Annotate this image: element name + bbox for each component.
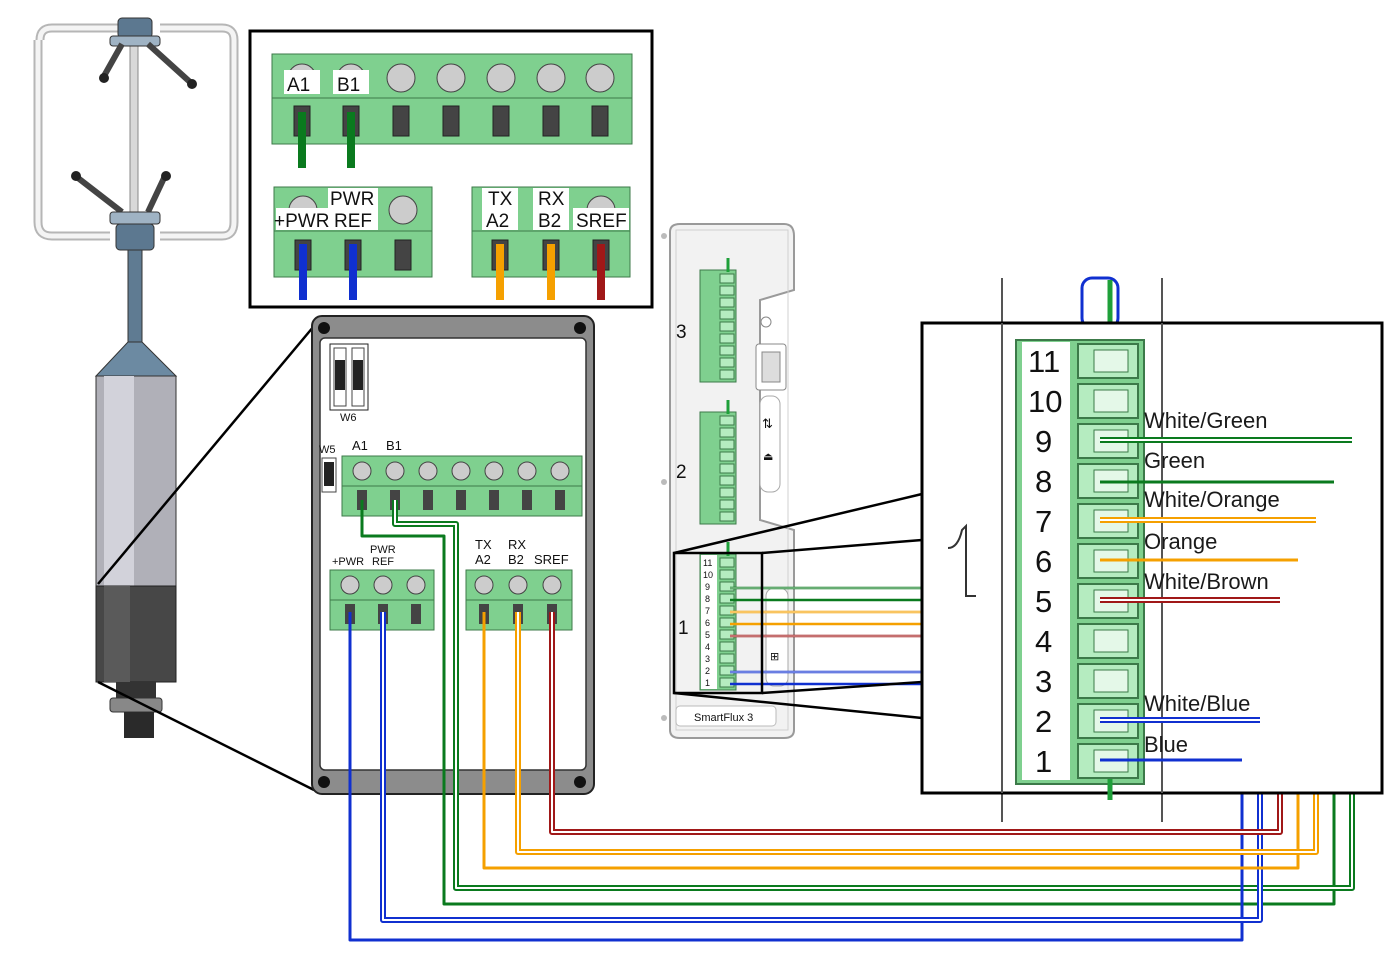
zoom-pin-7: 7 bbox=[1035, 504, 1052, 539]
board-rx-label: RX bbox=[508, 537, 526, 552]
wire-label-orange: Orange bbox=[1144, 529, 1217, 554]
inset-a1-label: A1 bbox=[287, 75, 310, 96]
port-2-label: 2 bbox=[676, 462, 687, 483]
wire-label-green: Green bbox=[1144, 448, 1205, 473]
jumper-w6-label: W6 bbox=[340, 412, 357, 424]
sf-pin-1: 1 bbox=[705, 678, 710, 688]
wire-label-white-orange: White/Orange bbox=[1144, 487, 1280, 512]
zoom-wire-ends bbox=[1100, 437, 1352, 762]
zoom-pin-8: 8 bbox=[1035, 464, 1052, 499]
zoom-line bbox=[761, 538, 923, 555]
zoom-pin-4: 4 bbox=[1035, 624, 1052, 659]
zoom-pin-3: 3 bbox=[1035, 664, 1052, 699]
sf-pin-6: 6 bbox=[705, 618, 710, 628]
port-1-highlight bbox=[672, 551, 764, 695]
network-icon: ⊞ bbox=[770, 651, 779, 663]
eject-icon: ⏏ bbox=[763, 451, 773, 463]
board-pwr-label: PWR bbox=[370, 544, 396, 556]
device-label: SmartFlux 3 bbox=[694, 712, 753, 724]
zoom-pin-5: 5 bbox=[1035, 584, 1052, 619]
wire-label-blue: Blue bbox=[1144, 732, 1188, 757]
zoom-line bbox=[97, 325, 315, 585]
inset-plus-pwr-label: +PWR bbox=[274, 211, 329, 232]
port-1-label: 1 bbox=[678, 618, 689, 639]
sf-pin-11: 11 bbox=[703, 558, 712, 568]
wire-label-white-brown: White/Brown bbox=[1144, 569, 1269, 594]
zoom-pin-11: 11 bbox=[1028, 344, 1060, 379]
port-3-label: 3 bbox=[676, 322, 687, 343]
sf-pin-3: 3 bbox=[705, 654, 710, 664]
board-b1-label: B1 bbox=[386, 438, 402, 453]
zoom-line bbox=[673, 691, 923, 720]
zoom-line bbox=[761, 680, 923, 695]
zoom-pin-1: 1 bbox=[1035, 744, 1052, 779]
inset-b1-label: B1 bbox=[337, 75, 360, 96]
inset-pwr-label: PWR bbox=[330, 189, 374, 210]
terminal-detail-inset: A1 B1 +PWR PWR REF TX bbox=[248, 29, 654, 309]
inset-a2-label: A2 bbox=[486, 211, 509, 232]
sf-pin-2: 2 bbox=[705, 666, 710, 676]
board-sref-label: SREF bbox=[534, 552, 569, 567]
inset-tx-label: TX bbox=[488, 189, 513, 210]
inset-b2-label: B2 bbox=[538, 211, 561, 232]
jumper-w5-label: W5 bbox=[319, 444, 336, 456]
sf-pin-7: 7 bbox=[705, 606, 710, 616]
smartflux-device: ⇅ ⏏ ⊞ 3 2 bbox=[661, 223, 795, 739]
board-ref-label: REF bbox=[372, 556, 394, 568]
zoom-pin-9: 9 bbox=[1035, 424, 1052, 459]
inset-rx-label: RX bbox=[538, 189, 565, 210]
sonic-anemometer bbox=[33, 17, 239, 738]
sf-pin-5: 5 bbox=[705, 630, 710, 640]
board-tx-label: TX bbox=[475, 537, 492, 552]
usb-icon: ⇅ bbox=[762, 416, 773, 431]
board-a1-label: A1 bbox=[352, 438, 368, 453]
zoom-pin-6: 6 bbox=[1035, 544, 1052, 579]
wire-label-white-blue: White/Blue bbox=[1144, 691, 1250, 716]
board-a2-label: A2 bbox=[475, 552, 491, 567]
zoom-line bbox=[97, 680, 315, 792]
terminal-zoom-view: 11 10 9 8 7 6 5 4 3 2 1 White/Green Gree… bbox=[920, 276, 1384, 822]
sf-pin-10: 10 bbox=[703, 570, 713, 580]
sf-pin-4: 4 bbox=[705, 642, 710, 652]
zoom-line bbox=[673, 492, 923, 555]
sf-pin-9: 9 bbox=[705, 582, 710, 592]
inset-ref-label: REF bbox=[334, 211, 372, 232]
sf-pin-8: 8 bbox=[705, 594, 710, 604]
wire-label-white-green: White/Green bbox=[1144, 408, 1268, 433]
inset-sref-label: SREF bbox=[576, 211, 627, 232]
zoom-pin-10: 10 bbox=[1028, 384, 1062, 419]
zoom-pin-2: 2 bbox=[1035, 704, 1052, 739]
board-b2-label: B2 bbox=[508, 552, 524, 567]
board-plus-pwr-label: +PWR bbox=[332, 556, 364, 568]
